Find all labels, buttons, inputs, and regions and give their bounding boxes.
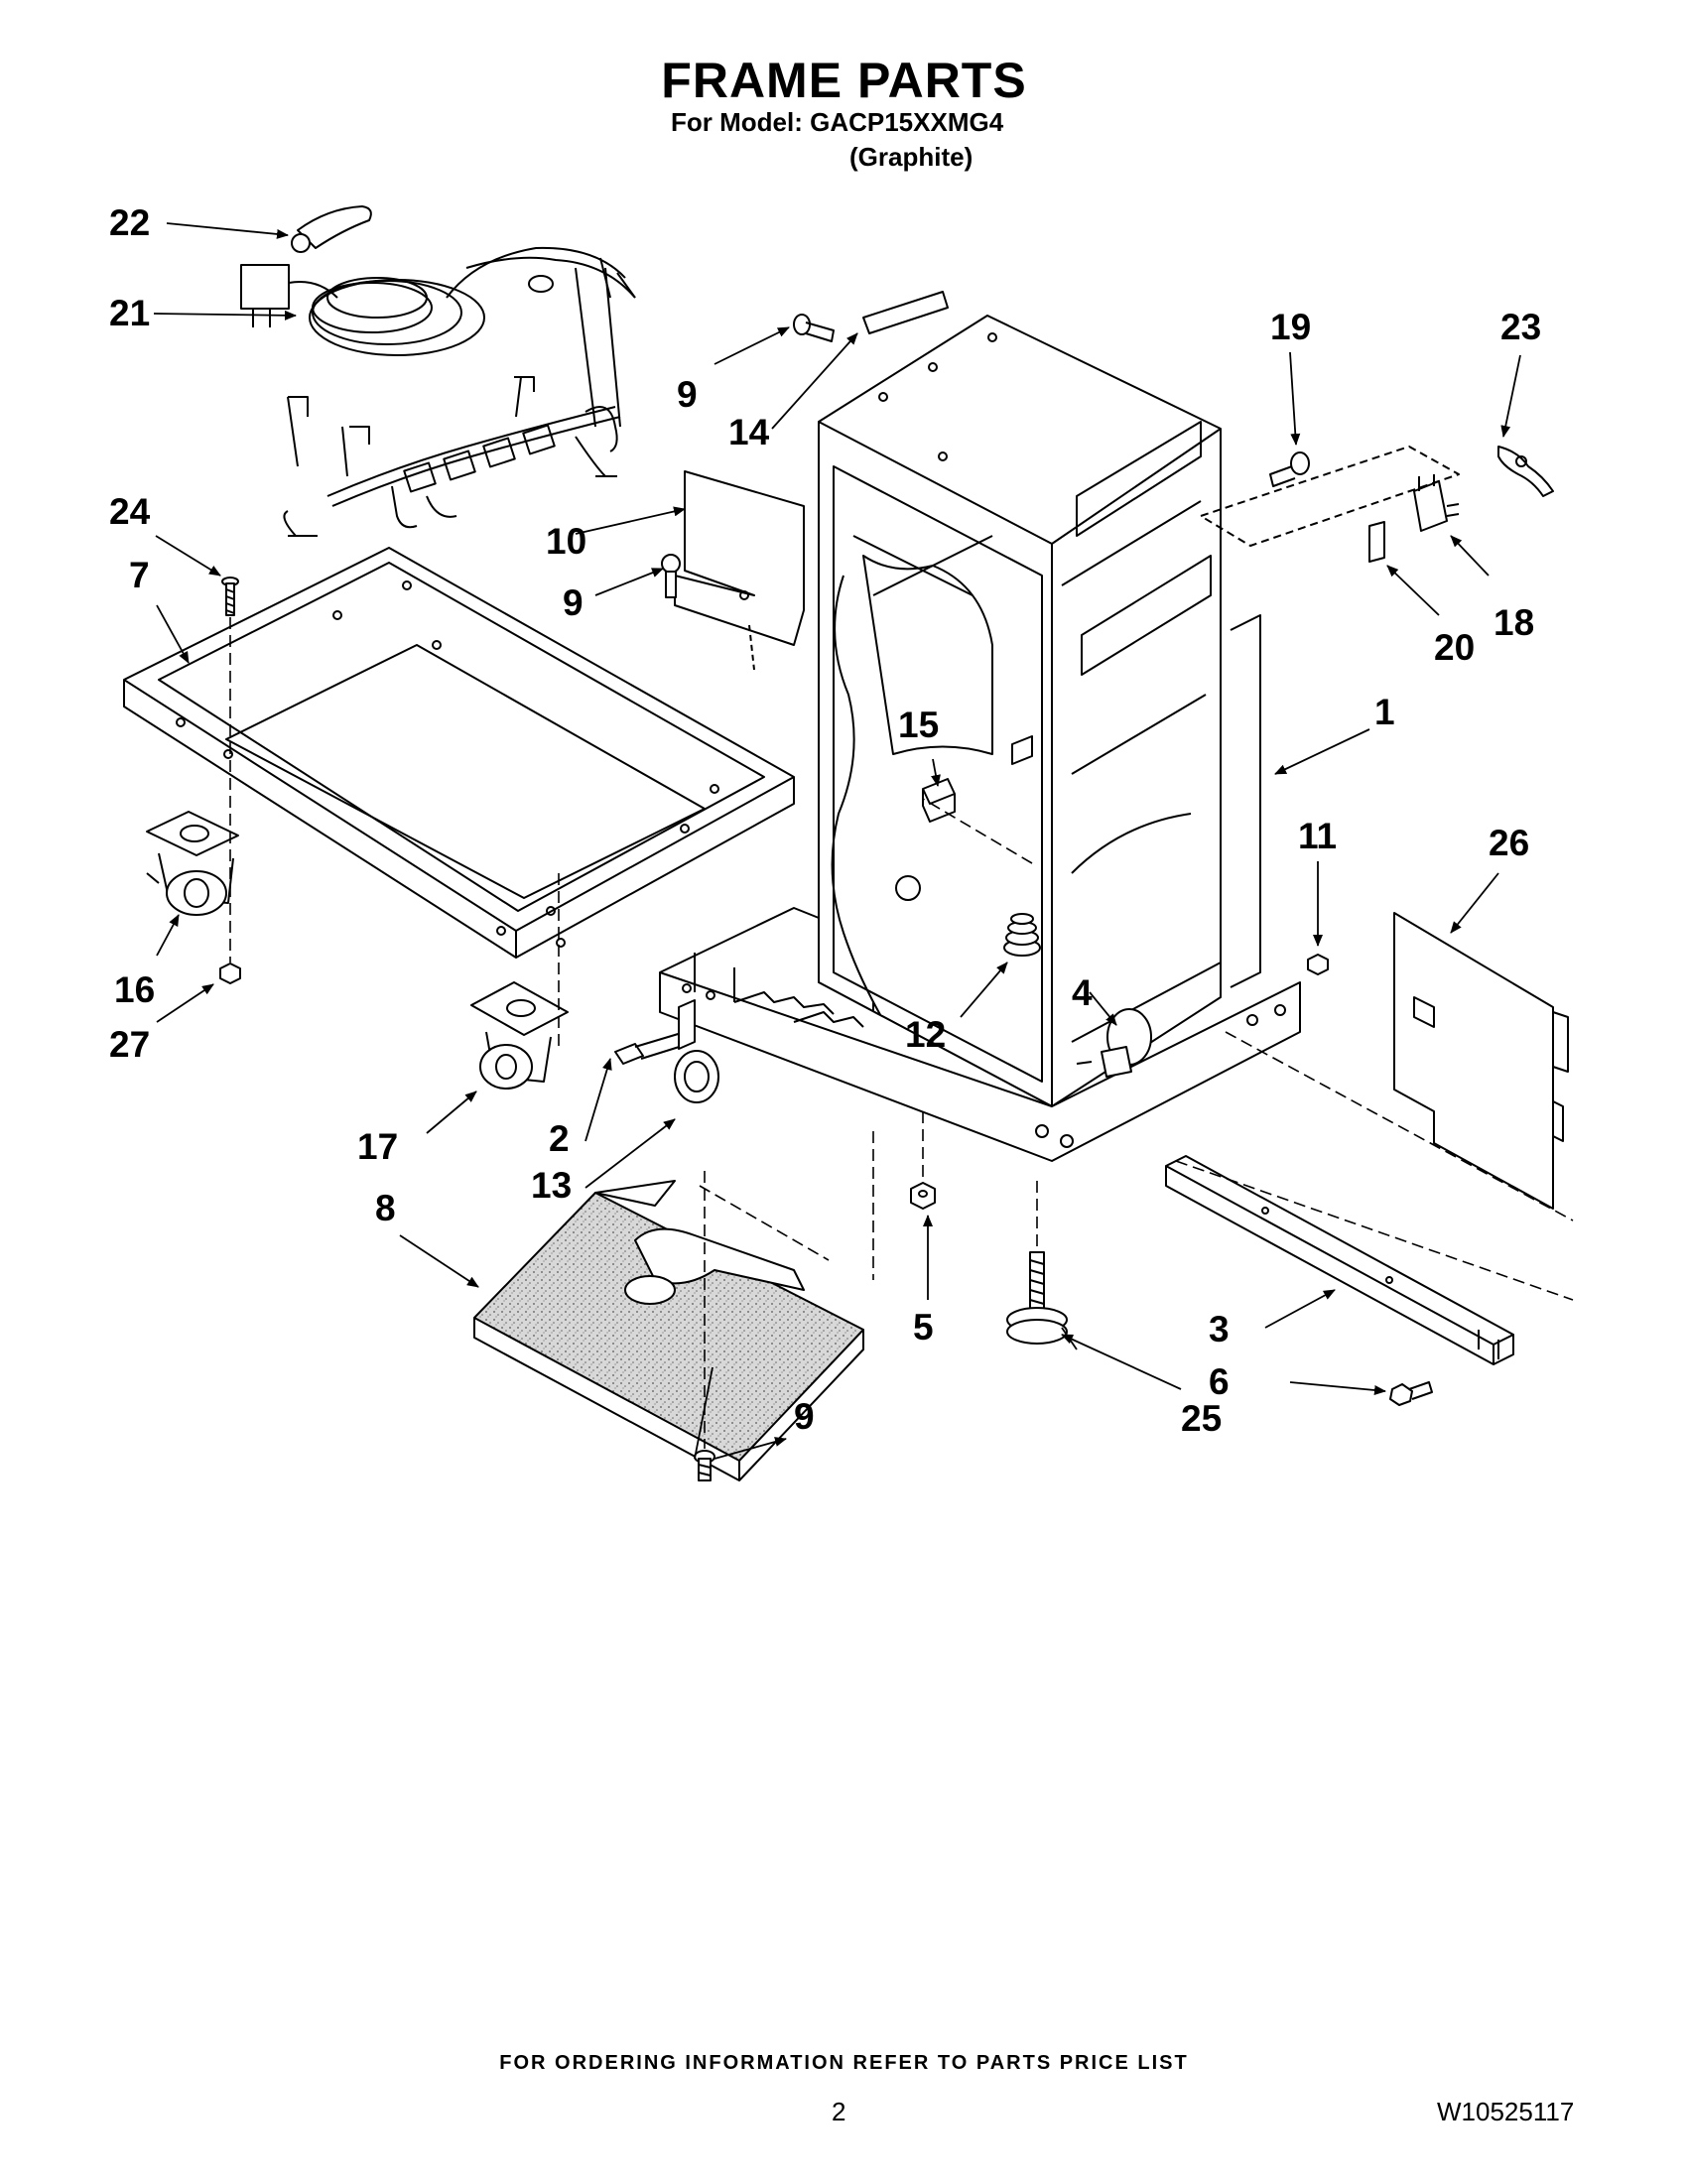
callout-9-top: 9	[677, 374, 698, 415]
shield-part-10	[674, 470, 805, 671]
nut-part-27	[219, 963, 241, 984]
cabinet-base-part	[659, 907, 1301, 1162]
leveling-leg-part	[1006, 1251, 1068, 1345]
callout-6: 6	[1209, 1361, 1230, 1402]
model-line: For Model: GACP15XXMG4	[671, 107, 1004, 137]
callout-23: 23	[1500, 307, 1541, 347]
leader-lines	[153, 222, 1521, 1460]
callout-19: 19	[1270, 307, 1311, 347]
cabinet-frame-part	[818, 315, 1261, 1107]
callout-11: 11	[1298, 816, 1337, 856]
callout-numbers: 22 21 24 7 16 27 17 2 13 8 9 9 14 10 9 1…	[109, 202, 1541, 1439]
nut-part-5	[910, 1182, 936, 1210]
callout-21: 21	[109, 293, 150, 333]
screw-part-24	[221, 577, 239, 616]
page-number: 2	[832, 2097, 846, 2126]
spring-part-12	[1003, 913, 1041, 957]
screw-part-6	[1389, 1381, 1433, 1406]
wheel-bracket-part	[674, 999, 719, 1103]
screw-part-9-bottom	[694, 1450, 715, 1481]
callout-16: 16	[114, 969, 155, 1010]
caster-part-17	[470, 981, 569, 1090]
component-part-4	[1076, 1008, 1152, 1078]
callout-1: 1	[1374, 692, 1395, 732]
callout-9-middle: 9	[563, 582, 584, 623]
bracket-part-14	[862, 291, 949, 334]
callout-13: 13	[531, 1165, 572, 1206]
callout-10: 10	[546, 521, 586, 562]
callout-14: 14	[728, 412, 770, 452]
callout-15: 15	[898, 705, 939, 745]
screw-part-19	[1200, 446, 1460, 547]
callout-4: 4	[1072, 972, 1093, 1013]
bottom-cover-part	[473, 1180, 864, 1481]
nut-part-11	[1307, 954, 1329, 975]
document-number: W10525117	[1437, 2097, 1575, 2126]
caster-part-16	[146, 811, 239, 916]
parts-drawing	[123, 205, 1574, 1481]
connector-part-15	[922, 778, 956, 823]
bolt-part-2	[614, 1031, 690, 1065]
callout-3: 3	[1209, 1309, 1230, 1349]
callout-17: 17	[357, 1126, 398, 1167]
alignment-lines	[229, 617, 1574, 1449]
callout-7: 7	[129, 555, 150, 595]
page-title: FRAME PARTS	[661, 53, 1027, 108]
rail-part-3	[1165, 1155, 1514, 1365]
base-plate-part	[123, 547, 795, 959]
bracket-part-20	[1368, 521, 1385, 563]
callout-8: 8	[375, 1188, 396, 1228]
rear-panel-part	[1393, 912, 1569, 1210]
callout-9-bottom: 9	[794, 1396, 815, 1437]
callout-18: 18	[1493, 602, 1534, 643]
clip-part-23	[1497, 446, 1554, 497]
screw-part-9-middle	[661, 554, 681, 598]
callout-24: 24	[109, 491, 151, 532]
color-line: (Graphite)	[849, 142, 974, 172]
callout-20: 20	[1434, 627, 1475, 668]
callout-5: 5	[913, 1307, 934, 1348]
callout-26: 26	[1489, 823, 1529, 863]
cord-clip-part	[291, 205, 372, 253]
callout-22: 22	[109, 202, 150, 243]
ordering-note: FOR ORDERING INFORMATION REFER TO PARTS …	[499, 2052, 1189, 2074]
callout-27: 27	[109, 1024, 150, 1065]
switch-part-18	[1413, 474, 1460, 532]
callout-25: 25	[1181, 1398, 1222, 1439]
callout-2: 2	[549, 1118, 570, 1159]
power-cord-harness-part	[240, 246, 636, 537]
callout-12: 12	[905, 1014, 946, 1055]
screw-part-9-top	[793, 314, 835, 342]
